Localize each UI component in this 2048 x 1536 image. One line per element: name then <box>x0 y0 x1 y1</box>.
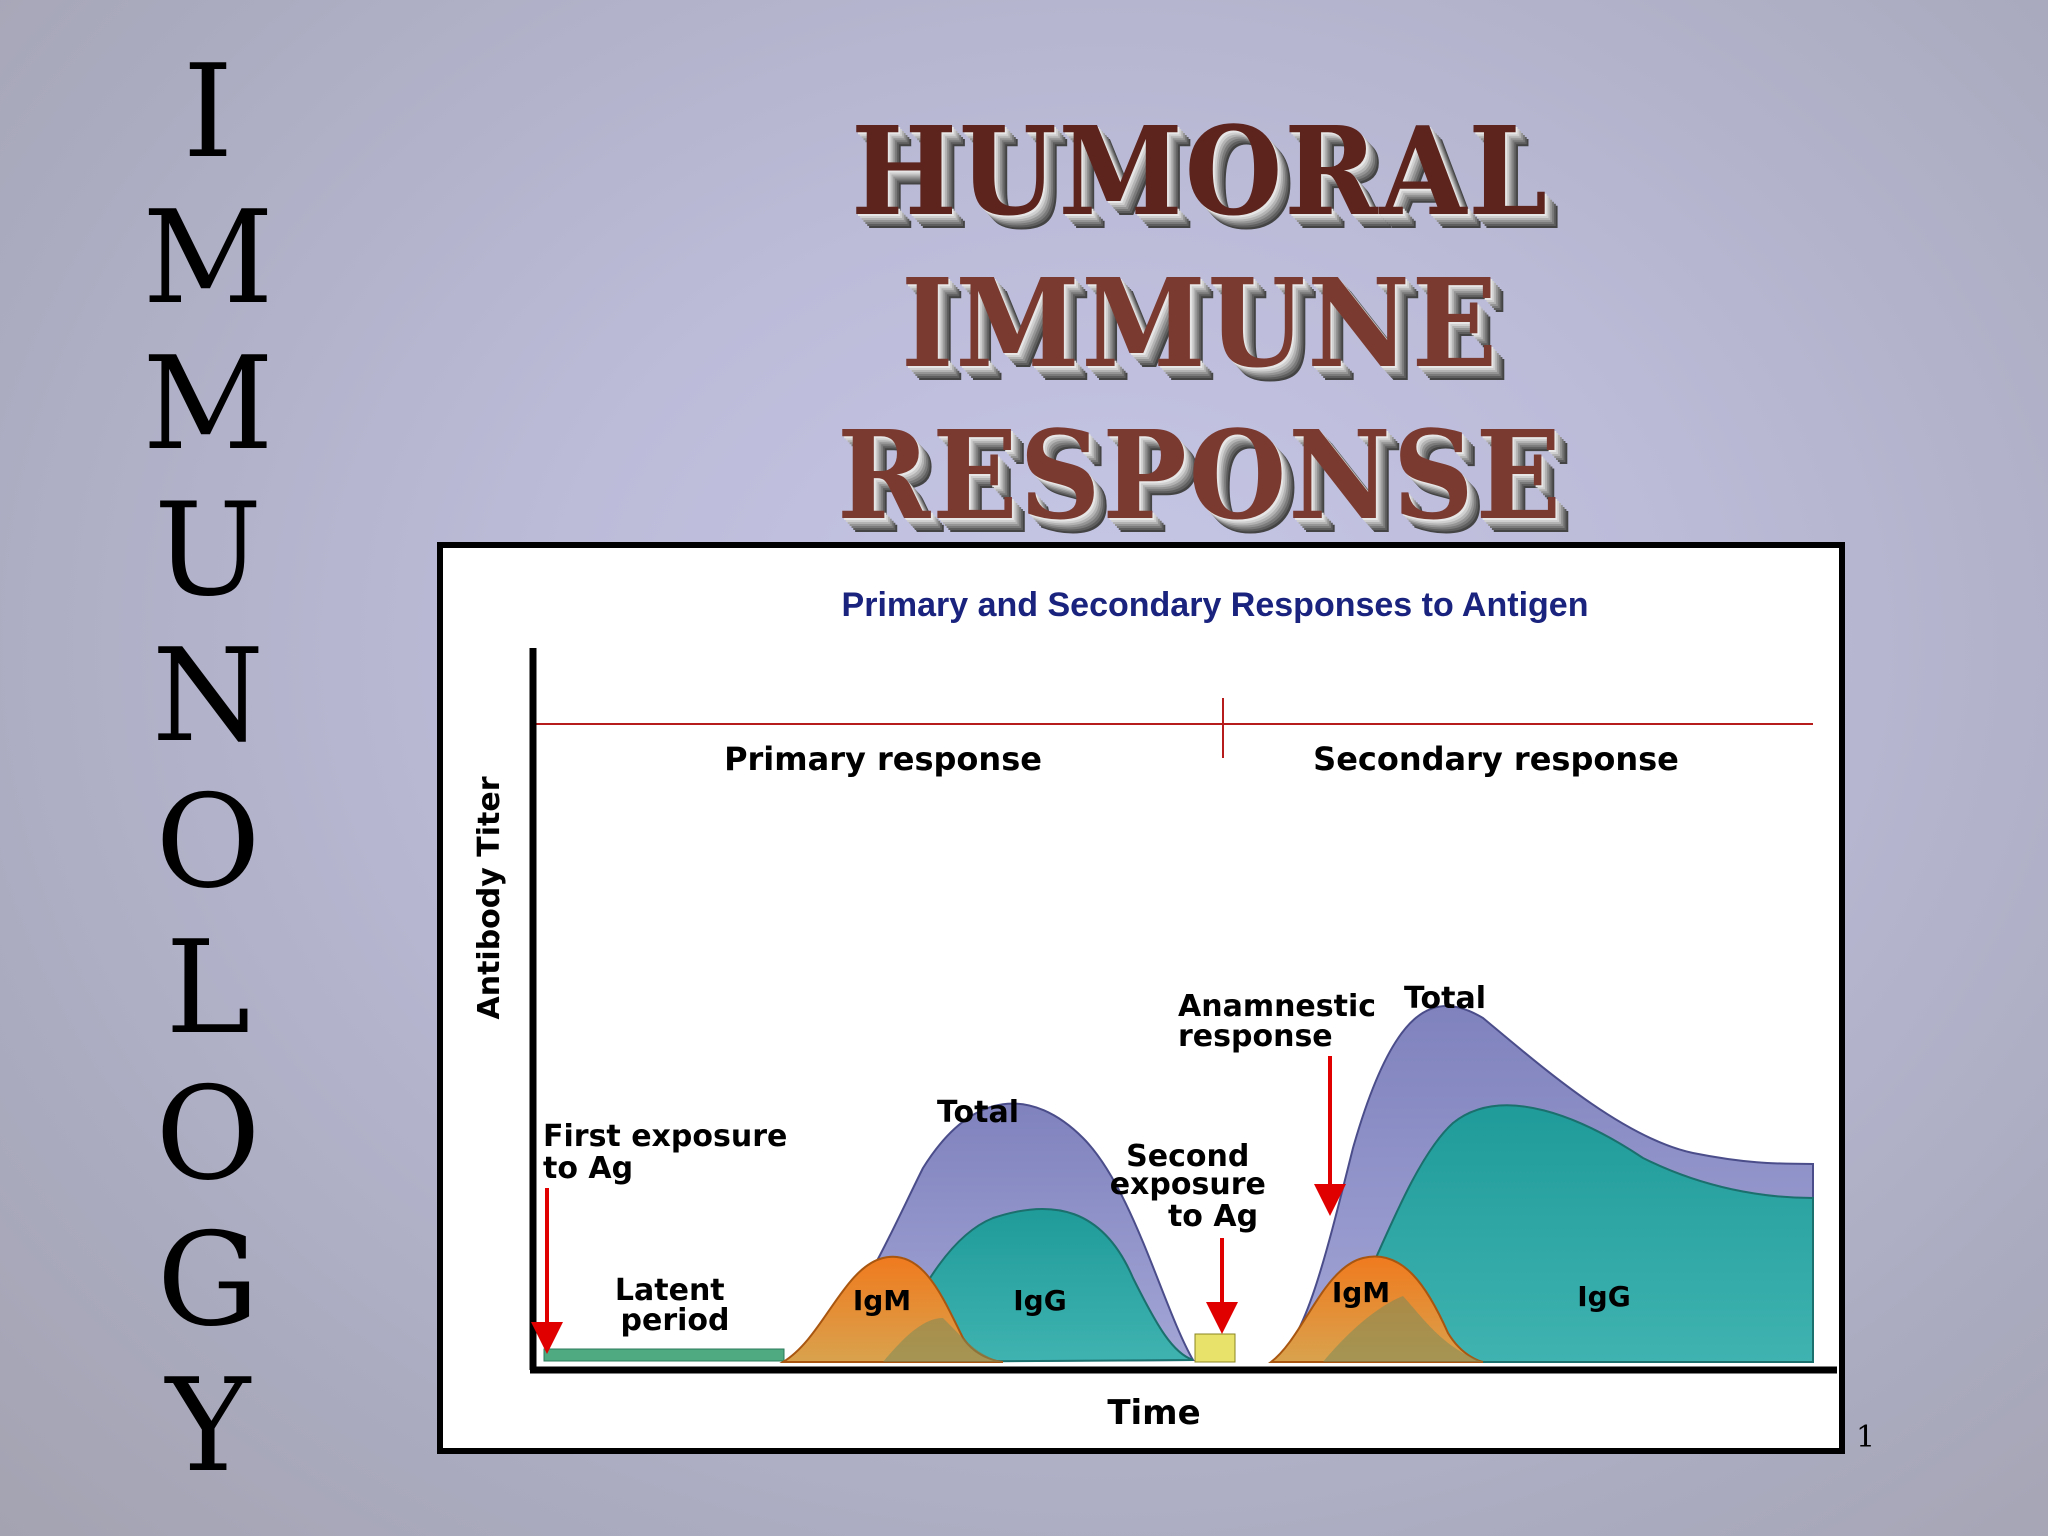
primary-total-label: Total <box>937 1095 1019 1130</box>
latent-period-line-1: Latent <box>615 1273 725 1308</box>
first-exposure-label: First exposure to Ag <box>543 1119 798 1186</box>
second-exposure-line-3: to Ag <box>1168 1199 1258 1234</box>
secondary-overlap-area <box>1323 1296 1483 1362</box>
x-axis-label: Time <box>1107 1393 1200 1433</box>
anamnestic-line-2: response <box>1178 1019 1333 1054</box>
anamnestic-line-1: Anamnestic <box>1178 989 1376 1024</box>
primary-igm-label: IgM <box>853 1284 911 1317</box>
secondary-response-label: Secondary response <box>1313 740 1679 778</box>
second-exposure-line-2: exposure <box>1110 1167 1266 1202</box>
y-axis-label: Antibody Titer <box>472 776 507 1019</box>
primary-response-label: Primary response <box>724 740 1042 778</box>
vertical-letter: O <box>155 768 261 917</box>
vertical-letter: M <box>142 330 274 479</box>
latent-period-line-2: period <box>621 1303 730 1338</box>
secondary-igm-label: IgM <box>1332 1276 1390 1309</box>
second-exposure-marker <box>1194 1333 1236 1363</box>
secondary-total-label: Total <box>1404 981 1486 1016</box>
diagram-title: Primary and Secondary Responses to Antig… <box>842 586 1589 624</box>
first-exposure-line-2: to Ag <box>543 1151 633 1186</box>
title-line-1: HUMORAL <box>850 99 1550 243</box>
latent-period-band <box>543 1348 785 1362</box>
latent-period-label: Latent period <box>615 1273 735 1338</box>
vertical-letter: G <box>156 1206 260 1355</box>
page-number: 1 <box>1856 1420 1876 1455</box>
immunology-vertical-title: I M M U N O L O G Y <box>128 40 288 1500</box>
primary-overlap-area <box>883 1318 1003 1362</box>
antibody-response-diagram: Primary and Secondary Responses to Antig… <box>437 542 1845 1454</box>
vertical-letter: M <box>142 184 274 333</box>
diagram-canvas: Primary and Secondary Responses to Antig… <box>472 586 1837 1433</box>
vertical-letter: N <box>152 622 264 771</box>
second-exposure-line-1: Second <box>1126 1139 1249 1174</box>
second-exposure-label: Second exposure to Ag <box>1110 1139 1277 1234</box>
slide-title: HUMORAL IMMUNE RESPONSE <box>560 95 1840 551</box>
vertical-letter: I <box>182 38 234 187</box>
vertical-letter: Y <box>165 1352 251 1501</box>
secondary-igg-area <box>1321 1104 1814 1363</box>
first-exposure-line-1: First exposure <box>543 1119 787 1154</box>
title-line-2: IMMUNE RESPONSE <box>837 251 1563 547</box>
vertical-letter: L <box>165 914 251 1063</box>
vertical-letter: U <box>154 476 262 625</box>
anamnestic-label: Anamnestic response <box>1178 989 1387 1054</box>
vertical-letter: O <box>155 1060 261 1209</box>
primary-igg-label: IgG <box>1013 1284 1066 1317</box>
secondary-igg-label: IgG <box>1577 1280 1630 1313</box>
